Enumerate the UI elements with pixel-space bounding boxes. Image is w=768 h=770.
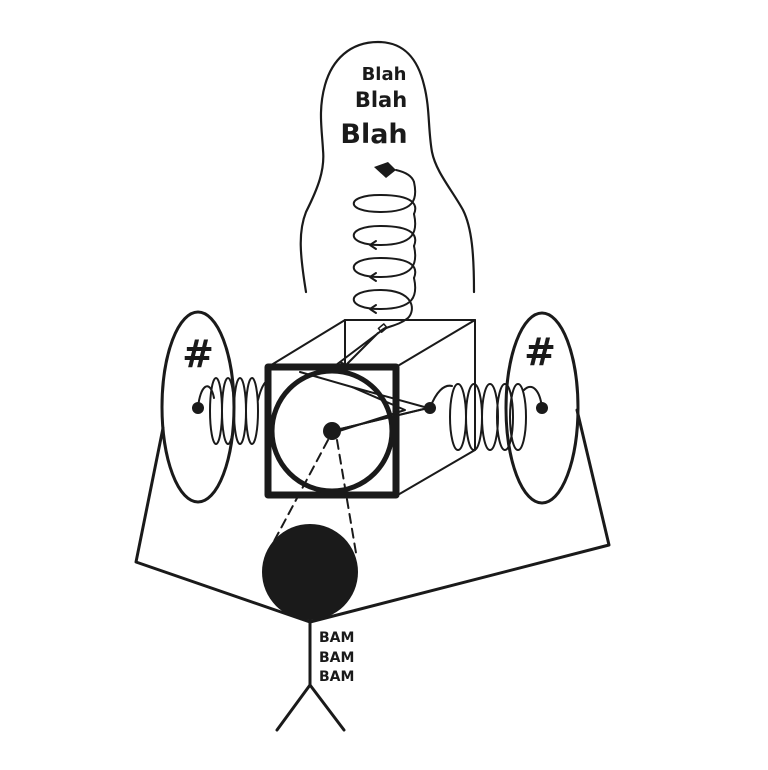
blah-text-3: Blah: [340, 119, 407, 150]
bam-text-3: BAM: [319, 669, 354, 685]
left-spring: [197, 377, 271, 445]
stick-figure-arms: [134, 408, 611, 624]
blah-text-2: Blah: [355, 88, 407, 112]
cube-wireframe: [267, 319, 476, 497]
center-pivot: [323, 422, 341, 440]
rod-cap: [377, 323, 388, 333]
blah-text-1: Blah: [362, 64, 407, 85]
plug-icon: [374, 162, 396, 178]
left-hash-symbol: #: [182, 332, 214, 376]
cube-front-face: [264, 363, 400, 499]
spring-rod: [335, 327, 386, 366]
dashed-projection: [271, 439, 357, 554]
right-hash-symbol: #: [524, 330, 556, 374]
bam-text-1: BAM: [319, 630, 354, 646]
cube-circle: [269, 368, 395, 494]
right-spring: [429, 383, 543, 451]
speech-head-outline: [299, 40, 476, 294]
stick-figure-head: [262, 524, 358, 620]
upper-spring: [352, 181, 417, 331]
bam-text-2: BAM: [319, 650, 354, 666]
plug-lead: [395, 169, 415, 183]
stick-figure-body: [275, 618, 346, 732]
inner-linkage: [299, 371, 429, 433]
right-disc: [504, 311, 580, 505]
